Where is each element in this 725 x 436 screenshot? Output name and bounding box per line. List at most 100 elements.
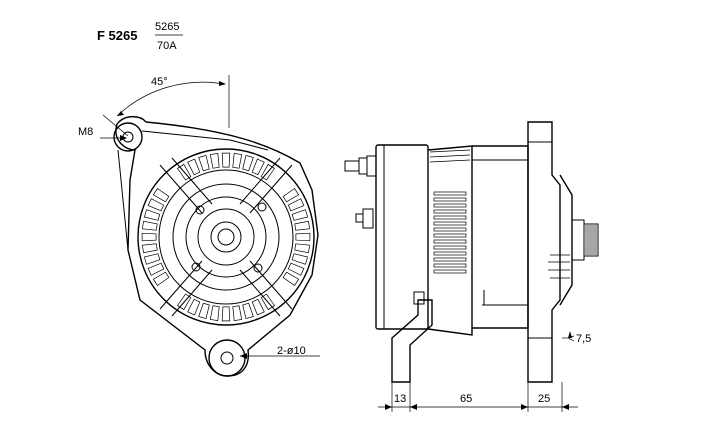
- fan-slot: [291, 209, 309, 221]
- fan-outer-ring: [137, 148, 315, 326]
- rear-housing-fins: [433, 191, 467, 274]
- fan-slot: [221, 152, 231, 168]
- housing-fin: [433, 239, 467, 244]
- stator-body: [472, 145, 529, 329]
- thread-label: M8: [78, 126, 93, 138]
- fraction-numerator: 5265: [155, 21, 179, 33]
- left-arm: [117, 149, 129, 251]
- hub-ring: [197, 208, 255, 266]
- rear-housing: [427, 145, 473, 336]
- fan-slot: [209, 305, 220, 321]
- bottom-dimensions: 13 65 25: [378, 382, 578, 412]
- housing-fin: [433, 227, 467, 232]
- angle-diagonal-extension: [102, 114, 129, 137]
- housing-fin: [433, 215, 467, 220]
- dim-arrow-2: [410, 404, 417, 410]
- angle-arc: [116, 81, 225, 117]
- mount-arrow: [240, 353, 247, 359]
- dim-25-label: 25: [538, 393, 550, 405]
- header: F 5265 5265 70A: [97, 21, 183, 52]
- terminal-stud: [344, 160, 360, 172]
- dim-65-label: 65: [460, 393, 472, 405]
- side-view: 13 65 25 < 7,5: [344, 121, 599, 412]
- shaft-thread-lines: [585, 225, 599, 255]
- bolt-bottom-left: [191, 262, 201, 272]
- shaft-center: [217, 228, 235, 246]
- dim-arrow-4: [562, 404, 569, 410]
- angle-arrow-left: [117, 111, 124, 116]
- fan-slot: [287, 262, 305, 276]
- fan-slot: [291, 253, 309, 265]
- spoke-top-left: [159, 157, 213, 214]
- housing-outline: [115, 115, 319, 377]
- shaft-collar: [571, 219, 585, 261]
- fan-slot: [242, 302, 254, 320]
- fan-slot: [282, 271, 300, 286]
- x-spokes: [159, 157, 293, 317]
- spoke-bottom-left: [159, 260, 213, 317]
- d-terminal-nut: [362, 208, 374, 229]
- housing-fin: [433, 197, 467, 202]
- stator-ring: [172, 183, 280, 291]
- fan-slot: [187, 158, 201, 176]
- fan-slot: [147, 262, 165, 276]
- fan-slot: [209, 153, 220, 169]
- housing-fin: [433, 221, 467, 226]
- offset-dimension: < 7,5: [562, 331, 591, 345]
- fan-slot: [232, 305, 243, 321]
- thread-callout: M8: [78, 126, 127, 141]
- dim-arrow-1: [385, 404, 392, 410]
- housing-fin: [433, 269, 467, 274]
- b-plus-terminal: [344, 155, 377, 177]
- model-label: F 5265: [97, 28, 137, 43]
- fan-slot: [221, 306, 231, 322]
- fan-slot: [152, 188, 170, 203]
- offset-label: 7,5: [576, 333, 591, 345]
- top-mount-ear: [113, 122, 143, 152]
- fan-slot: [141, 232, 157, 242]
- mount-callout: 2-ø10: [240, 345, 320, 359]
- d-plus-terminal: [355, 208, 374, 229]
- fan-slot: [251, 158, 265, 176]
- fraction-denominator: 70A: [157, 40, 177, 52]
- m8-hole: [122, 131, 134, 143]
- housing-fin: [433, 203, 467, 208]
- fan-slot: [198, 302, 210, 320]
- mount-label: 2-ø10: [277, 345, 306, 357]
- offset-arrow: [568, 331, 572, 338]
- front-flange: [527, 121, 561, 383]
- bolt-bottom-right: [253, 263, 263, 273]
- bolt-top-right: [257, 202, 267, 212]
- fan-cooling-slots: [141, 152, 311, 322]
- fan-slot: [232, 153, 243, 169]
- housing-fin: [433, 257, 467, 262]
- terminal-nut-2: [366, 155, 377, 177]
- front-view: 45° M8: [78, 75, 320, 377]
- fan-slot: [142, 243, 158, 254]
- spoke-top-right: [239, 157, 293, 214]
- shaft-ring: [210, 221, 242, 253]
- rotor-ring: [185, 196, 267, 278]
- fan-slot: [242, 154, 254, 172]
- d-terminal-stud: [355, 213, 364, 223]
- fan-slot: [282, 188, 300, 203]
- angle-label: 45°: [151, 76, 168, 88]
- fan-slot: [152, 271, 170, 286]
- dim-arrow-3: [521, 404, 528, 410]
- fan-slot: [294, 243, 310, 254]
- front-fan: [559, 174, 573, 306]
- housing-fin: [433, 251, 467, 256]
- fan-slot: [143, 253, 161, 265]
- fan-slot: [294, 220, 310, 231]
- front-fan-blades: [548, 254, 570, 279]
- fan-slot: [142, 220, 158, 231]
- housing-fin: [433, 245, 467, 250]
- fan-slot: [143, 209, 161, 221]
- fan-slot: [177, 293, 192, 311]
- offset-less-than: <: [568, 333, 574, 345]
- fan-slot: [287, 198, 305, 212]
- upper-arm: [141, 130, 269, 151]
- fan-inner-ring: [158, 169, 294, 305]
- wiring-lines: [429, 149, 471, 163]
